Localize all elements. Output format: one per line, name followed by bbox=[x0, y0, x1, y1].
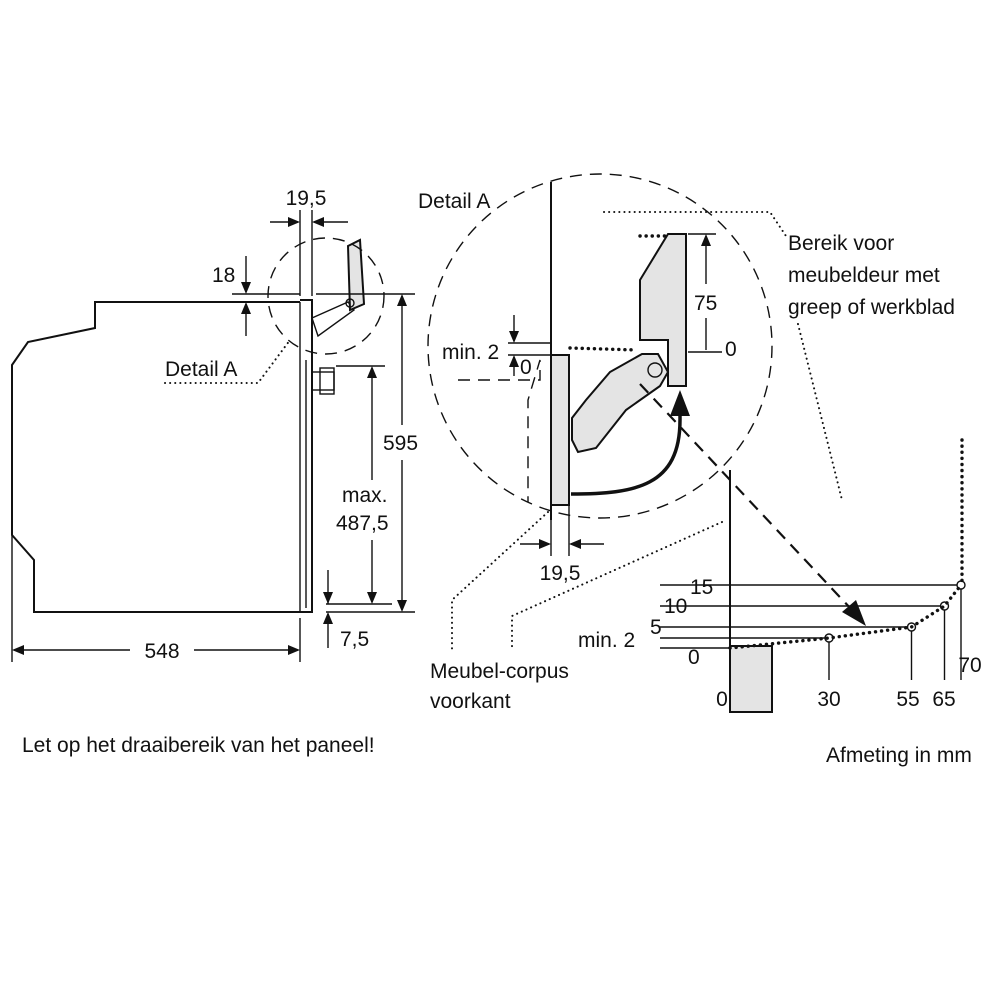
panel-small bbox=[346, 238, 366, 312]
dim-18-label: 18 bbox=[212, 264, 235, 287]
dim-7-5-label: 7,5 bbox=[340, 628, 369, 651]
corpus-leader-left bbox=[451, 511, 549, 651]
graph-x-label-4: 70 bbox=[958, 654, 981, 677]
motion-arrowhead bbox=[670, 390, 690, 416]
dim-595-label: 595 bbox=[383, 432, 418, 455]
dim-19-5-bottom-label: 19,5 bbox=[540, 562, 581, 585]
swing-dotted-line bbox=[568, 346, 638, 352]
graph-y-label-0: 15 bbox=[690, 576, 713, 599]
detail-a-circle-large bbox=[427, 173, 773, 519]
oven-side-view bbox=[11, 237, 385, 613]
graph-x-label-1: 30 bbox=[817, 688, 840, 711]
bottom-note: Let op het draaibereik van het paneel! bbox=[22, 734, 375, 757]
dim-548: 548 bbox=[11, 535, 301, 663]
graph-x-label-2: 55 bbox=[896, 688, 919, 711]
dim-max-label: max. bbox=[342, 484, 388, 507]
dim-487-5: max. 487,5 bbox=[326, 365, 392, 605]
dim-75-label: 75 bbox=[694, 292, 717, 315]
units-label: Afmeting in mm bbox=[826, 744, 972, 767]
dim-487-5-label: 487,5 bbox=[336, 512, 389, 535]
detail-a-leader-small bbox=[164, 339, 291, 384]
front-panel-large bbox=[550, 354, 570, 506]
detail-a-circle-small bbox=[267, 237, 385, 355]
dim-zero-left-label: 0 bbox=[520, 356, 532, 379]
opened-panel-large bbox=[639, 233, 687, 387]
dim-top-width-label: 19,5 bbox=[286, 187, 327, 210]
oven-outline bbox=[11, 301, 300, 613]
range-line-1: Bereik voor bbox=[788, 232, 894, 255]
range-leader-top bbox=[603, 211, 787, 237]
graph-y-label-2: 5 bbox=[650, 616, 662, 639]
hinge-pivot-large bbox=[647, 362, 663, 378]
dim-595: 595 bbox=[316, 293, 418, 613]
detail-a-label-large: Detail A bbox=[418, 190, 490, 213]
hinge-small bbox=[311, 301, 355, 338]
graph-y-label-1: 10 bbox=[664, 595, 687, 618]
hidden-edge bbox=[458, 359, 541, 502]
motion-arrow bbox=[570, 400, 682, 496]
oven-front-panel bbox=[300, 299, 313, 613]
corpus-line-2: voorkant bbox=[430, 690, 511, 713]
detail-a-label-small: Detail A bbox=[165, 358, 237, 381]
graph-x-label-3: 65 bbox=[932, 688, 955, 711]
dim-7-5: 7,5 bbox=[323, 570, 369, 651]
corpus-line-1: Meubel-corpus bbox=[430, 660, 569, 683]
dim-zero-right-label: 0 bbox=[725, 338, 737, 361]
swing-dashed-arrowhead bbox=[842, 600, 866, 626]
graph-range-curve bbox=[728, 583, 963, 650]
graph-y-label-3: min. 2 bbox=[578, 629, 635, 652]
dim-18: 18 bbox=[212, 256, 300, 336]
dim-min2-label: min. 2 bbox=[442, 341, 499, 364]
graph-cabinet-block bbox=[729, 645, 773, 713]
swing-dashed-arrow bbox=[639, 383, 853, 611]
graph-x-label-0: 0 bbox=[716, 688, 728, 711]
range-line-2: meubeldeur met bbox=[788, 264, 940, 287]
graph-gridlines bbox=[660, 584, 962, 680]
range-leader-bottom bbox=[797, 323, 843, 501]
detail-a-large: Detail A min. 2 0 75 0 bbox=[418, 173, 866, 626]
graph-y-label-4: 0 bbox=[688, 646, 700, 669]
hinge-pivot-small bbox=[345, 298, 355, 308]
oven-knob bbox=[311, 371, 335, 391]
hinge-arm-large bbox=[571, 353, 670, 454]
dim-19-5-top: 19,5 bbox=[270, 187, 348, 296]
oven-knob-cap bbox=[319, 367, 335, 395]
range-line-3: greep of werkblad bbox=[788, 296, 955, 319]
corpus-leader-right bbox=[511, 521, 723, 651]
dim-548-label: 548 bbox=[144, 640, 179, 663]
oven-inner-edge bbox=[299, 302, 307, 612]
graph-curve bbox=[728, 580, 966, 650]
